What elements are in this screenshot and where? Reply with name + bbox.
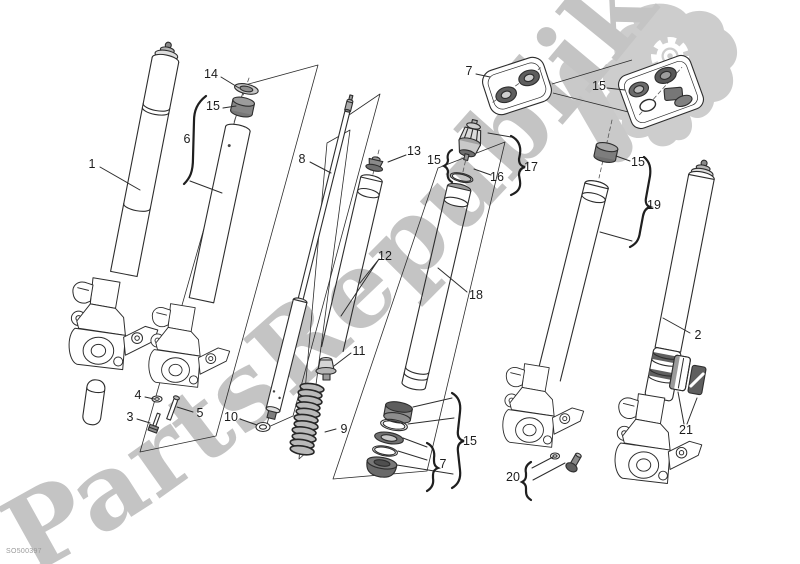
callout-9: 9 (341, 422, 348, 436)
o-ring (380, 418, 408, 432)
clamp-plate-7 (482, 56, 552, 116)
logo-wrench-bar (559, 57, 633, 163)
inner-tube-19-assembly (502, 119, 619, 448)
fork-leg-left (68, 41, 180, 426)
seal-stack (366, 401, 413, 478)
callout-20: 20 (506, 470, 520, 484)
callouts: 1 14 15 6 8 13 12 7 15 15 16 17 15 19 2 (89, 64, 702, 502)
drawing-code: SO500397 (6, 548, 42, 555)
o-ring-16 (449, 172, 474, 184)
spring-seat-11 (315, 356, 337, 381)
bushing (383, 401, 413, 424)
oil-seal (374, 431, 404, 445)
callout-4: 4 (135, 388, 142, 402)
callout-15d: 15 (631, 155, 645, 169)
dust-seal (366, 456, 398, 478)
axle-clamp-screw-20 (549, 452, 582, 473)
callout-19: 19 (647, 198, 661, 212)
fork-spring (289, 382, 325, 456)
callout-7a: 7 (466, 64, 473, 78)
stud-5 (166, 395, 180, 421)
group-box-seal-column (332, 141, 506, 480)
bushing-15-top (230, 96, 256, 118)
callout-15c: 15 (427, 153, 441, 167)
callout-1: 1 (89, 157, 96, 171)
callout-8: 8 (299, 152, 306, 166)
cap-nut-13 (365, 156, 384, 172)
clamp-screws (147, 395, 180, 434)
callout-10: 10 (224, 410, 238, 424)
callout-12: 12 (378, 249, 392, 263)
bushing-15-right (593, 142, 619, 163)
callout-15e: 15 (463, 434, 477, 448)
retaining-ring (372, 445, 398, 457)
callout-3: 3 (127, 410, 134, 424)
callout-11: 11 (353, 344, 366, 358)
ring-10 (255, 421, 271, 433)
inner-tube-assembly (289, 149, 384, 456)
callout-14: 14 (204, 67, 218, 81)
damper-rod-assembly (255, 94, 354, 433)
cartridge-tube-assembly (366, 118, 482, 478)
preload-adjuster-17 (458, 118, 482, 162)
outer-tube-assembly (148, 77, 259, 388)
callout-15b: 15 (592, 79, 606, 93)
callout-16: 16 (490, 170, 504, 184)
hardware-kit-15 (617, 54, 705, 130)
callout-5: 5 (197, 406, 204, 420)
group-box-spring-column (298, 129, 351, 460)
bolt-3 (147, 412, 161, 434)
callout-18: 18 (469, 288, 483, 302)
callout-13: 13 (407, 144, 421, 158)
callout-7b: 7 (440, 457, 447, 471)
callout-2: 2 (695, 328, 702, 342)
reflectors-21 (669, 354, 707, 396)
group-box-outer-tube (139, 64, 319, 453)
callout-15a: 15 (206, 99, 220, 113)
callout-21: 21 (679, 423, 693, 437)
group-boxes (139, 59, 653, 480)
callout-17: 17 (524, 160, 538, 174)
callout-6: 6 (184, 132, 191, 146)
